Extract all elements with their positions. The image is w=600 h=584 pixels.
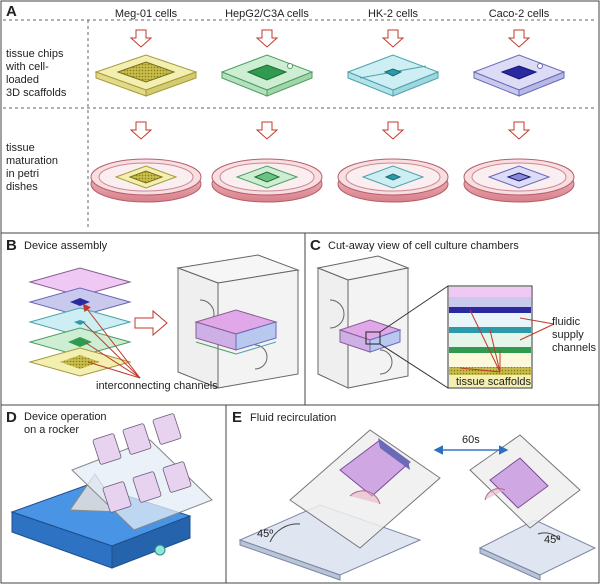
tilted-device-left	[238, 429, 441, 581]
tilted-device-right	[469, 434, 597, 581]
panel-title-e: Fluid recirculation	[250, 412, 337, 424]
column-header: HepG2/C3A cells	[225, 8, 309, 20]
time-label: 60s	[462, 434, 480, 446]
scaffold-pointers	[459, 309, 555, 373]
cross-section-zoom	[447, 285, 533, 389]
panel-title-d: Device operation on a rocker	[24, 411, 107, 436]
column-header: Meg-01 cells	[114, 8, 178, 20]
arrow-down-icon	[129, 29, 153, 48]
cutaway-device	[316, 255, 449, 389]
panel-letter-c: C	[310, 237, 321, 254]
arrow-down-icon	[507, 121, 531, 140]
arrow-down-icon	[381, 121, 405, 140]
row-label-maturation: tissue maturation in petri dishes	[6, 142, 58, 193]
column-caco2	[463, 29, 575, 203]
arrow-down-icon	[255, 121, 279, 140]
arrow-down-icon	[129, 121, 153, 140]
annotation-scaffolds: tissue scaffolds	[456, 376, 532, 388]
arrow-down-icon	[507, 29, 531, 48]
panel-letter-d: D	[6, 409, 17, 426]
arrow-down-icon	[255, 29, 279, 48]
panel-letter-a: A	[6, 3, 17, 20]
panel-letter-e: E	[232, 409, 243, 426]
channel-pointers	[82, 303, 141, 379]
column-hepg2	[211, 29, 323, 203]
angle-label-right: 45º	[544, 534, 561, 546]
layer-top	[28, 267, 132, 297]
annotation-fluidic: fluidic supply channels	[552, 316, 597, 354]
row-label-chips: tissue chips with cell- loaded 3D scaffo…	[6, 48, 67, 99]
panel-title-c: Cut-away view of cell culture chambers	[328, 240, 519, 252]
layer-stack	[28, 267, 132, 377]
annotation-channels: interconnecting channels	[96, 380, 218, 392]
panel-letter-b: B	[6, 237, 17, 254]
column-header: HK-2 cells	[367, 8, 419, 20]
angle-label-left: 45º	[257, 528, 274, 540]
panel-title-b: Device assembly	[24, 240, 108, 252]
power-knob-icon	[154, 544, 166, 556]
column-hk2	[337, 29, 449, 203]
assembly-arrow-icon	[134, 309, 168, 337]
device-array	[92, 413, 192, 513]
column-meg01	[90, 29, 202, 203]
assembled-device	[176, 254, 300, 389]
column-header: Caco-2 cells	[488, 8, 550, 20]
arrow-down-icon	[381, 29, 405, 48]
